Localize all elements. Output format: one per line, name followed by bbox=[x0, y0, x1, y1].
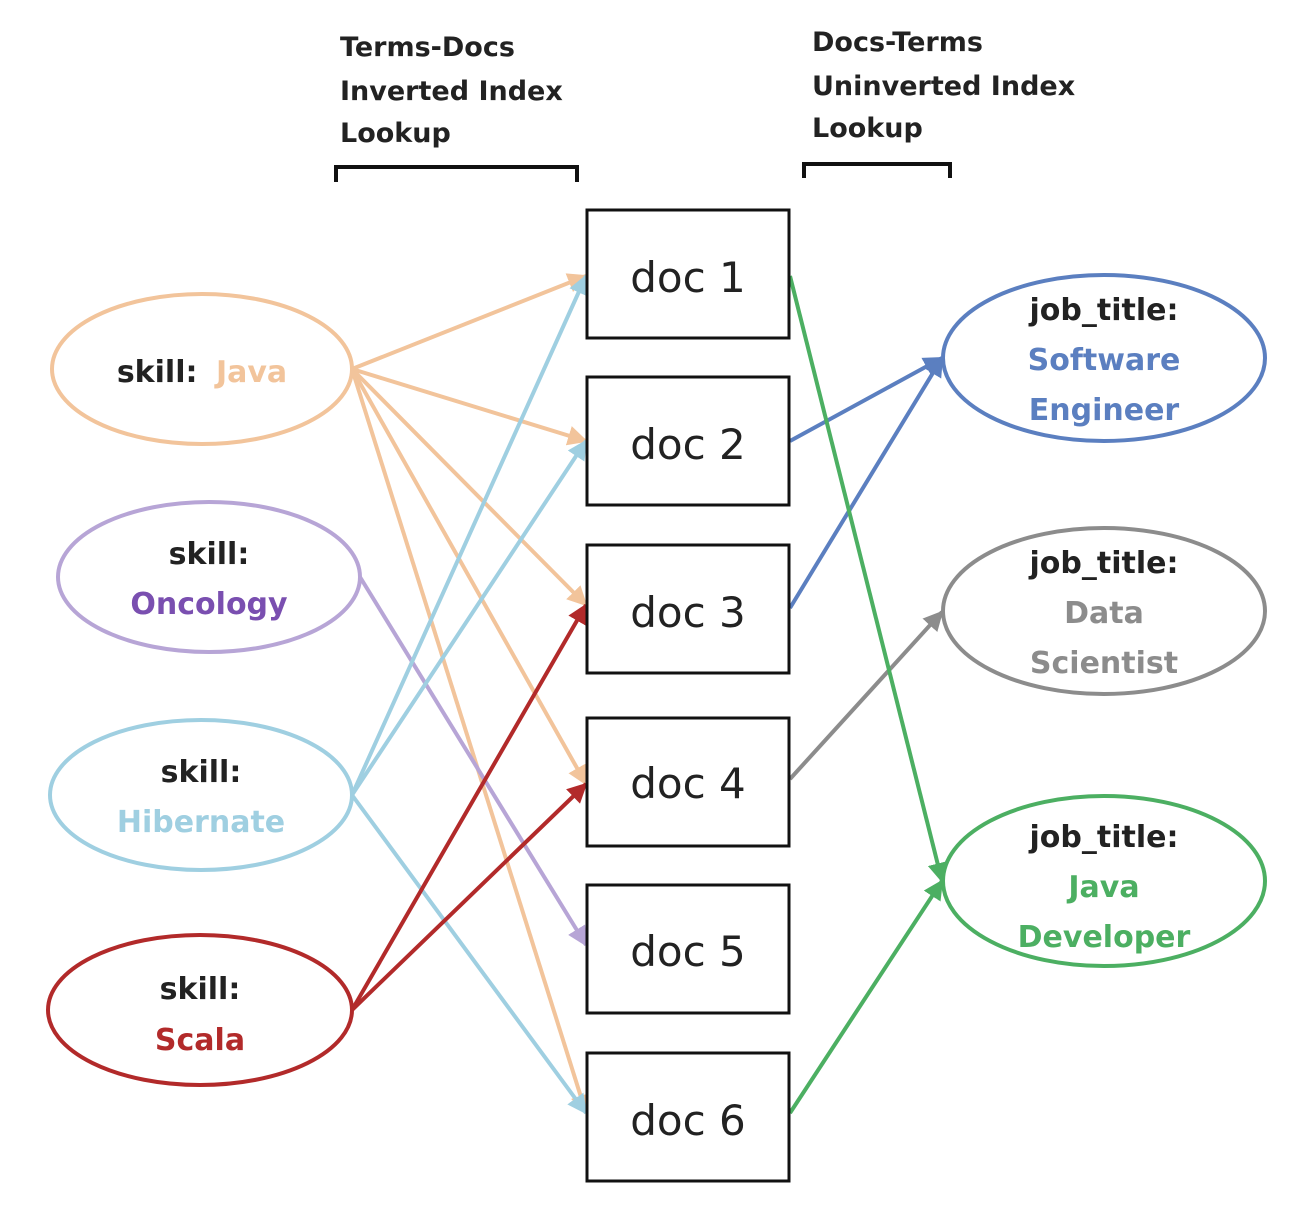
skill-value-scala: Scala bbox=[155, 1023, 245, 1058]
edge-java-to-doc-4 bbox=[350, 368, 588, 786]
skill-key-java: skill: bbox=[117, 355, 198, 390]
job-value-java-developer-line-1: Java bbox=[1066, 870, 1139, 905]
skill-ellipse-hibernate bbox=[48, 718, 354, 872]
job-ellipse-software-engineer bbox=[941, 273, 1267, 443]
doc-box-1 bbox=[585, 208, 791, 340]
skill-key-oncology: skill: bbox=[169, 537, 250, 572]
doc-box-5 bbox=[585, 883, 791, 1015]
skill-ellipse-oncology bbox=[56, 500, 362, 654]
edge-hibernate-to-doc-2 bbox=[350, 439, 588, 797]
skill-node-hibernate: skill: Hibernate bbox=[48, 718, 354, 872]
skill-key-scala: skill: bbox=[160, 972, 241, 1007]
edge-oncology-to-doc-5 bbox=[358, 575, 588, 947]
header-docs-terms: Docs-Terms Uninverted Index Lookup bbox=[802, 27, 1075, 178]
doc-node-6: doc 6 bbox=[585, 1051, 791, 1183]
job-node-java-developer: job_title: Java Developer bbox=[941, 794, 1267, 968]
skill-label-java: skill: Java bbox=[117, 355, 287, 390]
doc-node-2: doc 2 bbox=[585, 375, 791, 507]
doc-node-5: doc 5 bbox=[585, 883, 791, 1015]
edge-hibernate-to-doc-6 bbox=[350, 793, 588, 1115]
doc-box-3 bbox=[585, 543, 791, 675]
doc-label-5: doc 5 bbox=[630, 927, 746, 976]
skill-node-oncology: skill: Oncology bbox=[56, 500, 362, 654]
doc-node-4: doc 4 bbox=[585, 716, 791, 848]
edge-java-to-doc-2 bbox=[351, 367, 588, 446]
edge-doc-4-to-data-scientist bbox=[788, 610, 944, 781]
edge-hibernate-to-doc-1 bbox=[350, 274, 588, 796]
doc-box-6 bbox=[585, 1051, 791, 1183]
job-value-software-engineer-line-1: Software bbox=[1028, 343, 1181, 378]
edge-java-to-doc-1 bbox=[351, 273, 588, 371]
doc-box-4 bbox=[585, 716, 791, 848]
job-key-java-developer: job_title: bbox=[1029, 820, 1179, 855]
edge-doc-1-to-java-developer bbox=[788, 275, 948, 883]
skill-ellipse-java bbox=[50, 292, 354, 446]
skill-node-scala: skill: Scala bbox=[46, 933, 354, 1087]
header-docs-terms-line-1: Docs-Terms bbox=[812, 27, 983, 58]
edge-doc-6-to-java-developer bbox=[788, 879, 944, 1115]
job-ellipse-data-scientist bbox=[941, 526, 1267, 696]
edge-doc-2-to-software-engineer bbox=[789, 356, 944, 443]
doc-box-2 bbox=[585, 375, 791, 507]
skill-value-oncology: Oncology bbox=[130, 587, 288, 622]
header-docs-terms-line-2: Uninverted Index bbox=[812, 71, 1075, 102]
skill-value-java: Java bbox=[214, 355, 287, 390]
job-key-software-engineer: job_title: bbox=[1029, 293, 1179, 328]
skill-value-hibernate: Hibernate bbox=[117, 805, 285, 840]
job-ellipse-java-developer bbox=[941, 794, 1267, 968]
doc-node-1: doc 1 bbox=[585, 208, 791, 340]
job-node-data-scientist: job_title: Data Scientist bbox=[941, 526, 1267, 696]
doc-label-1: doc 1 bbox=[630, 253, 746, 302]
skill-ellipse-scala bbox=[46, 933, 354, 1087]
edge-java-to-doc-6 bbox=[350, 368, 591, 1115]
bracket-docs-terms bbox=[802, 162, 952, 178]
edge-scala-to-doc-4 bbox=[350, 782, 588, 1012]
job-value-java-developer-line-2: Developer bbox=[1018, 920, 1191, 955]
job-value-data-scientist-line-1: Data bbox=[1064, 596, 1144, 631]
job-key-data-scientist: job_title: bbox=[1029, 546, 1179, 581]
job-value-software-engineer-line-2: Engineer bbox=[1029, 393, 1180, 428]
doc-label-6: doc 6 bbox=[630, 1096, 746, 1145]
edges bbox=[350, 273, 948, 1115]
doc-node-3: doc 3 bbox=[585, 543, 791, 675]
edge-java-to-doc-3 bbox=[350, 367, 588, 607]
doc-label-2: doc 2 bbox=[630, 420, 746, 469]
header-terms-docs: Terms-Docs Inverted Index Lookup bbox=[334, 32, 579, 182]
job-node-software-engineer: job_title: Software Engineer bbox=[941, 273, 1267, 443]
skill-key-hibernate: skill: bbox=[161, 755, 242, 790]
edge-scala-to-doc-3 bbox=[350, 603, 588, 1012]
job-value-data-scientist-line-2: Scientist bbox=[1030, 646, 1178, 681]
header-docs-terms-line-3: Lookup bbox=[812, 113, 923, 144]
header-terms-docs-line-3: Lookup bbox=[340, 118, 451, 149]
header-terms-docs-line-1: Terms-Docs bbox=[340, 32, 515, 63]
doc-label-4: doc 4 bbox=[630, 759, 746, 808]
edge-doc-3-to-software-engineer bbox=[788, 356, 944, 610]
bracket-terms-docs bbox=[334, 165, 579, 182]
doc-label-3: doc 3 bbox=[630, 588, 746, 637]
skill-node-java: skill: Java bbox=[50, 292, 354, 446]
header-terms-docs-line-2: Inverted Index bbox=[340, 76, 563, 107]
